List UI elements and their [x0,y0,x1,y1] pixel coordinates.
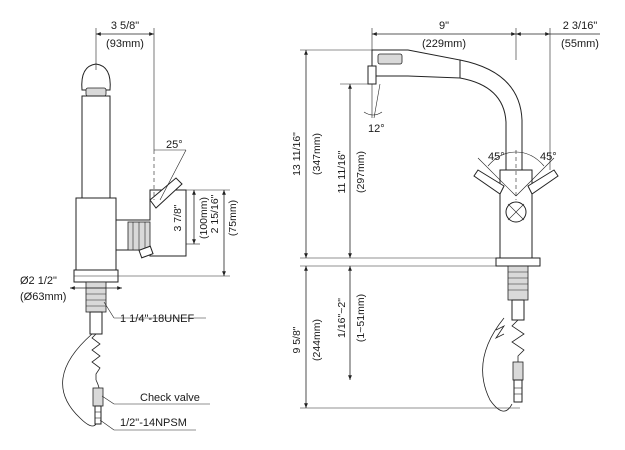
right-spout-height-imperial: 11 11/16" [336,150,348,193]
right-below-deck-imperial: 9 5/8" [291,326,303,353]
left-spout-height-metric: (75mm) [227,200,239,236]
right-offset-metric: (55mm) [561,38,599,50]
right-tilt-angle-label: 12° [368,123,385,135]
left-width-metric: (93mm) [106,38,144,50]
right-handle-angles: 45° 45° [477,150,557,200]
right-offset-dimension: 2 3/16" (55mm) [516,20,600,170]
right-deck-thickness-imperial: 1/16"~2" [336,298,348,338]
right-offset-imperial: 2 3/16" [563,20,598,32]
right-view: 9" (229mm) 2 3/16" (55mm) 12° 45° 45° [291,20,600,412]
left-base-imperial: Ø2 1/2" [20,275,57,287]
right-deck-thickness-metric: (1~51mm) [355,294,367,342]
right-faucet-body [367,49,559,412]
left-faucet-body [62,63,187,427]
right-handle-angle-left: 45° [488,151,505,163]
check-valve-label: Check valve [140,392,200,404]
right-total-height-imperial: 13 11/16" [291,132,303,176]
right-spout-height-metric: (297mm) [355,151,367,193]
left-handle-height-imperial: 3 7/8" [172,204,184,231]
left-spray-angle: 25° [153,139,187,201]
left-width-imperial: 3 5/8" [111,20,139,32]
left-height-dimensions: 3 7/8" (100mm) 2 15/16" (75mm) [118,189,239,277]
right-tilt-angle: 12° [363,83,385,135]
left-spray-angle-label: 25° [166,139,183,151]
right-handle-angle-right: 45° [540,151,557,163]
thread-label: 1 1/4"-18UNEF [120,313,194,325]
left-handle-height-metric: (100mm) [198,197,210,239]
npsm-label: 1/2"-14NPSM [120,417,187,429]
right-total-height-metric: (347mm) [311,133,323,175]
left-base-metric: (Ø63mm) [20,291,66,303]
left-view: 3 5/8" (93mm) 25° 3 7/8" (100mm) 2 15/16… [20,20,239,431]
left-width-dimension: 3 5/8" (93mm) [95,20,155,150]
right-height-dimensions: 13 11/16" (347mm) 11 11/16" (297mm) 9 5/… [291,49,540,409]
left-base-dimension: Ø2 1/2" (Ø63mm) [20,275,122,303]
left-callouts: 1 1/4"-18UNEF Check valve 1/2"-14NPSM [99,301,210,431]
right-reach-imperial: 9" [439,20,449,32]
right-reach-metric: (229mm) [422,38,466,50]
right-below-deck-metric: (244mm) [311,319,323,361]
left-spout-height-imperial: 2 15/16" [209,194,221,233]
